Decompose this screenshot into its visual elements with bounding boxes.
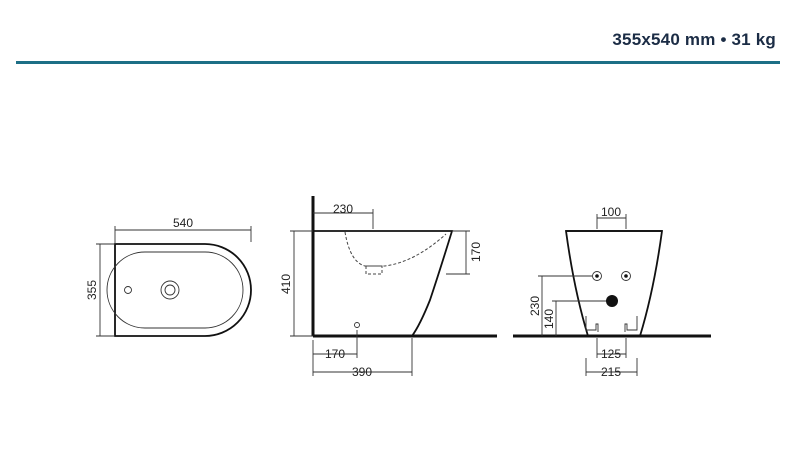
- side-view-bowl: [344, 231, 447, 267]
- dim-rear-top-label: 100: [601, 205, 621, 219]
- top-view-basin: [106, 251, 244, 329]
- dim-rear-inner-height-label: 140: [542, 309, 556, 329]
- rear-view: 100 230 140 125 215: [513, 205, 711, 379]
- fixing-hole: [354, 322, 360, 328]
- tap-hole: [124, 286, 132, 294]
- dim-rear-inner-width-label: 125: [601, 347, 621, 361]
- dim-bottom-inner-label: 170: [325, 347, 345, 361]
- fixing-bracket-left: [585, 316, 599, 332]
- dim-top-label: 230: [333, 202, 353, 216]
- page-title: 355x540 mm • 31 kg: [612, 30, 776, 49]
- drain-outlet: [606, 295, 618, 307]
- drain-outer: [160, 280, 180, 300]
- dim-bottom-total-label: 390: [352, 365, 372, 379]
- dim-width-label: 540: [173, 216, 193, 230]
- rear-view-outline: [564, 230, 664, 337]
- dim-rear-total-width-label: 215: [601, 365, 621, 379]
- drain-inner: [164, 284, 176, 296]
- dim-rear-height-label: 230: [528, 296, 542, 316]
- side-view-outline: [313, 230, 454, 337]
- dim-depth-label: 355: [85, 280, 99, 300]
- side-view: 230 410 170 170 390: [279, 196, 497, 379]
- top-view: 540 355: [85, 216, 252, 337]
- fixing-bracket-right: [624, 316, 638, 332]
- inlet-left: [592, 271, 602, 281]
- header-divider: [16, 61, 780, 64]
- inlet-right: [621, 271, 631, 281]
- top-view-outline: [114, 243, 252, 337]
- dim-right-label: 170: [469, 242, 483, 262]
- dim-height-label: 410: [279, 274, 293, 294]
